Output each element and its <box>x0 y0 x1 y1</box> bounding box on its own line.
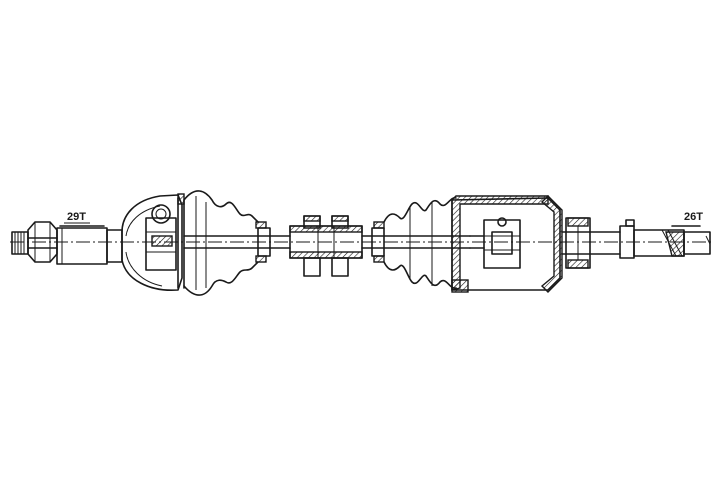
left-threaded-stub <box>11 231 29 255</box>
left-spline-label: 29T <box>67 211 86 223</box>
intermediate-shaft-left <box>183 227 291 257</box>
right-spline-label: 26T <box>684 211 703 223</box>
outer-boot <box>183 190 267 296</box>
right-spline-shaft: 26T <box>633 211 711 257</box>
left-spline-shaft: 29T <box>56 211 123 265</box>
inner-boot <box>383 197 457 289</box>
vibration-damper <box>289 215 363 277</box>
right-stub-bearing <box>561 217 635 269</box>
outer-cv-joint <box>121 193 185 291</box>
inner-tripod-joint <box>451 195 563 293</box>
